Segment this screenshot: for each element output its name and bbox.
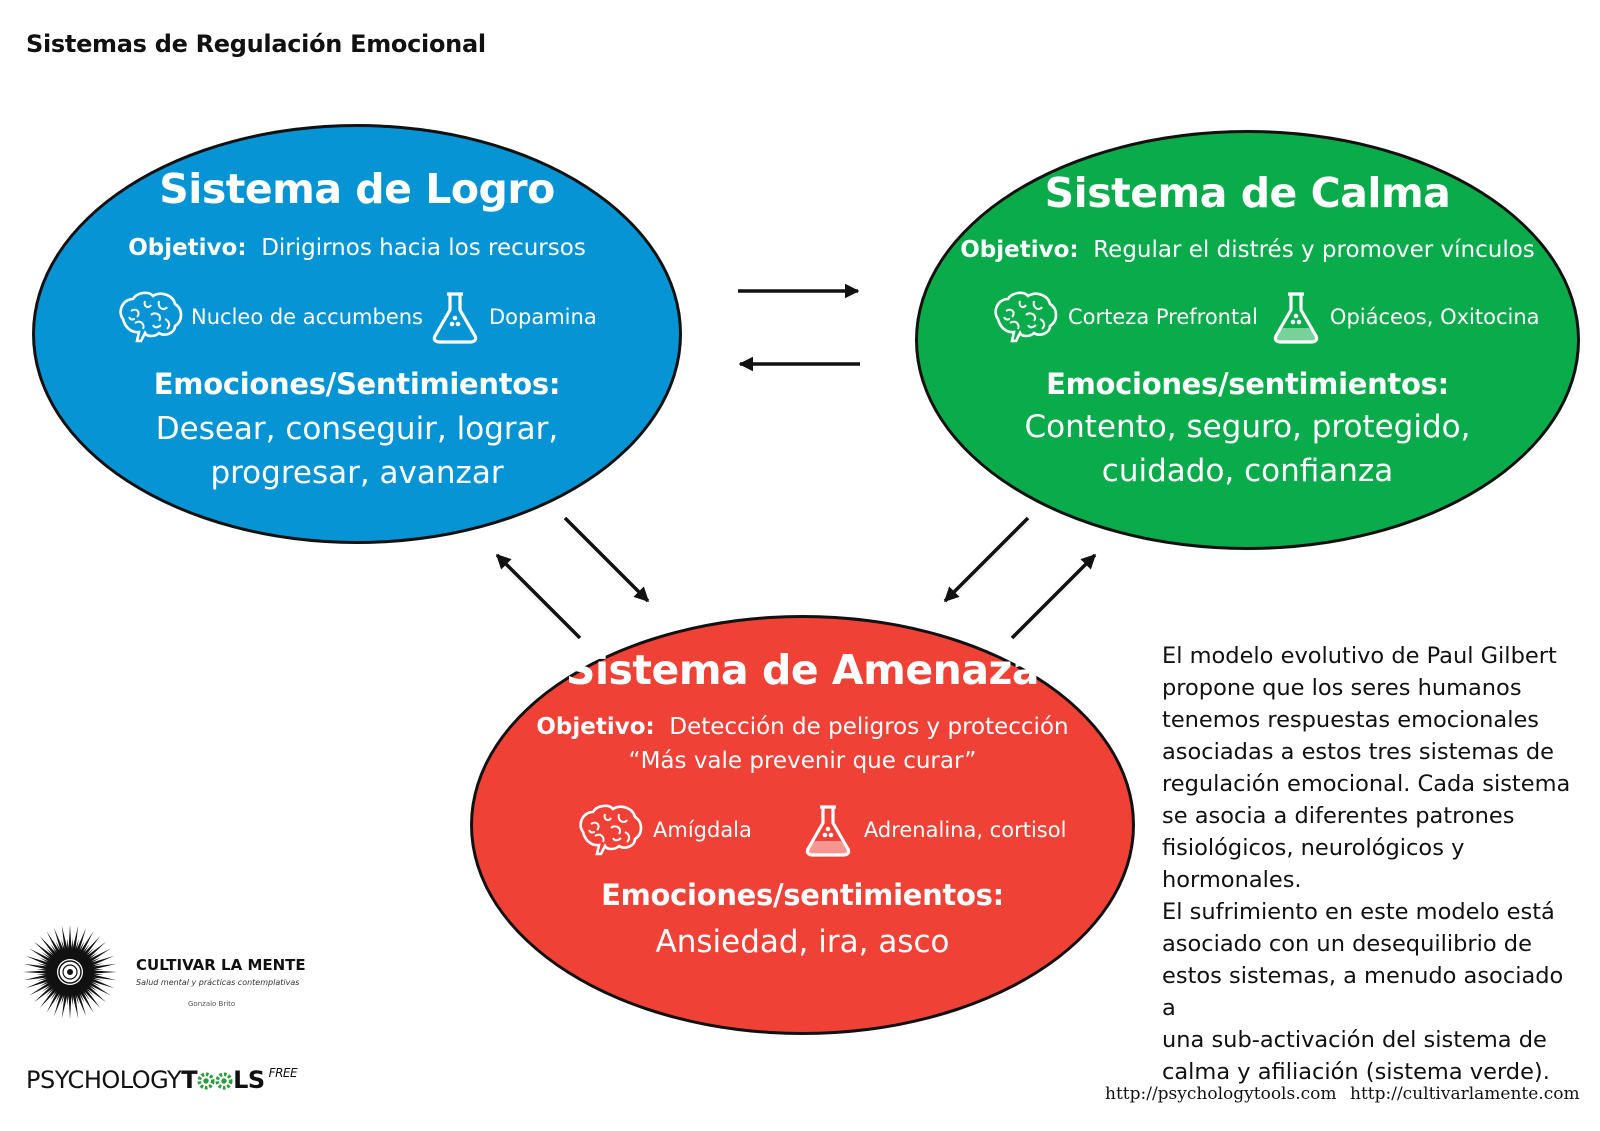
url-psychologytools[interactable]: http://psychologytools.com [1105, 1084, 1337, 1104]
amenaza-emotions-heading: Emociones/sentimientos: [601, 878, 1004, 912]
brain-icon [990, 289, 1060, 345]
arrow-logro-to-amenaza [563, 516, 650, 603]
logro-brain-label: Nucleo de accumbens [191, 305, 423, 329]
brain-icon [575, 802, 645, 858]
gear-icon [197, 1072, 215, 1090]
amenaza-title: Sistema de Amenaza [565, 646, 1040, 694]
model-explanation: El modelo evolutivo de Paul Gilbert prop… [1162, 643, 1571, 1085]
arrow-amenaza-to-logro [495, 553, 582, 640]
calma-objective-text: Regular el distrés y promover vínculos [1093, 237, 1535, 263]
calma-emotions-heading: Emociones/sentimientos: [1046, 367, 1449, 401]
flask-icon [804, 803, 852, 857]
sunburst-logo-icon [23, 925, 117, 1019]
amenaza-emotions-line1: Ansiedad, ira, asco [655, 924, 950, 960]
flask-icon [431, 290, 479, 344]
pt-bold-ls: LS [233, 1066, 265, 1094]
calma-emotions-line2: cuidado, confianza [1101, 453, 1394, 489]
calma-title: Sistema de Calma [1044, 169, 1451, 217]
calma-brain-label: Corteza Prefrontal [1068, 305, 1258, 329]
amenaza-objective-label: Objetivo: [536, 714, 655, 740]
amenaza-objective-text: Detección de peligros y protección [669, 714, 1069, 740]
amenaza-quote: “Más vale prevenir que curar” [628, 748, 977, 774]
gear-icon [215, 1072, 233, 1090]
sistema-calma-ellipse: Sistema de Calma Objetivo: Regular el di… [915, 130, 1580, 550]
sistema-amenaza-ellipse: Sistema de Amenaza Objetivo: Detección d… [470, 615, 1135, 1035]
calma-objective: Objetivo: Regular el distrés y promover … [918, 237, 1577, 263]
page-title: Sistemas de Regulación Emocional [26, 30, 486, 58]
calma-emotions-line1: Contento, seguro, protegido, [1024, 409, 1471, 445]
logro-emotions-line1: Desear, conseguir, lograr, [155, 411, 559, 447]
calma-biology-row: Corteza Prefrontal Opiáceos, Oxitocina [990, 289, 1540, 345]
calma-objective-label: Objetivo: [960, 237, 1079, 263]
amenaza-brain-label: Amígdala [653, 818, 752, 842]
brand-author: Gonzalo Brito [188, 1000, 236, 1008]
calma-chemical-label: Opiáceos, Oxitocina [1329, 305, 1540, 329]
url-cultivarlamente[interactable]: http://cultivarlamente.com [1350, 1084, 1580, 1104]
brand-tagline: Salud mental y prácticas contemplativas [136, 978, 300, 987]
logro-biology-row: Nucleo de accumbens Dopamina [115, 289, 597, 345]
sistema-logro-ellipse: Sistema de Logro Objetivo: Dirigirnos ha… [32, 124, 682, 544]
flask-icon [1272, 290, 1320, 344]
pt-free: FREE [268, 1066, 298, 1080]
amenaza-objective: Objetivo: Detección de peligros y protec… [473, 714, 1132, 740]
amenaza-chemical-label: Adrenalina, cortisol [863, 818, 1067, 842]
logro-objective-label: Objetivo: [128, 235, 247, 261]
logro-emotions-line2: progresar, avanzar [210, 455, 504, 491]
logro-objective: Objetivo: Dirigirnos hacia los recursos [35, 235, 679, 261]
pt-bold-t: T [181, 1066, 198, 1094]
logro-title: Sistema de Logro [159, 165, 555, 213]
pt-prefix: PSYCHOLOGY [26, 1066, 182, 1094]
arrow-calma-to-amenaza [943, 516, 1030, 603]
logro-objective-text: Dirigirnos hacia los recursos [261, 235, 586, 261]
brand-name: CULTIVAR LA MENTE [136, 956, 306, 974]
logro-chemical-label: Dopamina [489, 305, 597, 329]
logro-emotions-heading: Emociones/Sentimientos: [153, 367, 561, 401]
arrow-amenaza-to-calma [1010, 553, 1097, 640]
amenaza-biology-row: Amígdala Adrenalina, cortisol [575, 802, 1066, 858]
brain-icon [115, 289, 185, 345]
